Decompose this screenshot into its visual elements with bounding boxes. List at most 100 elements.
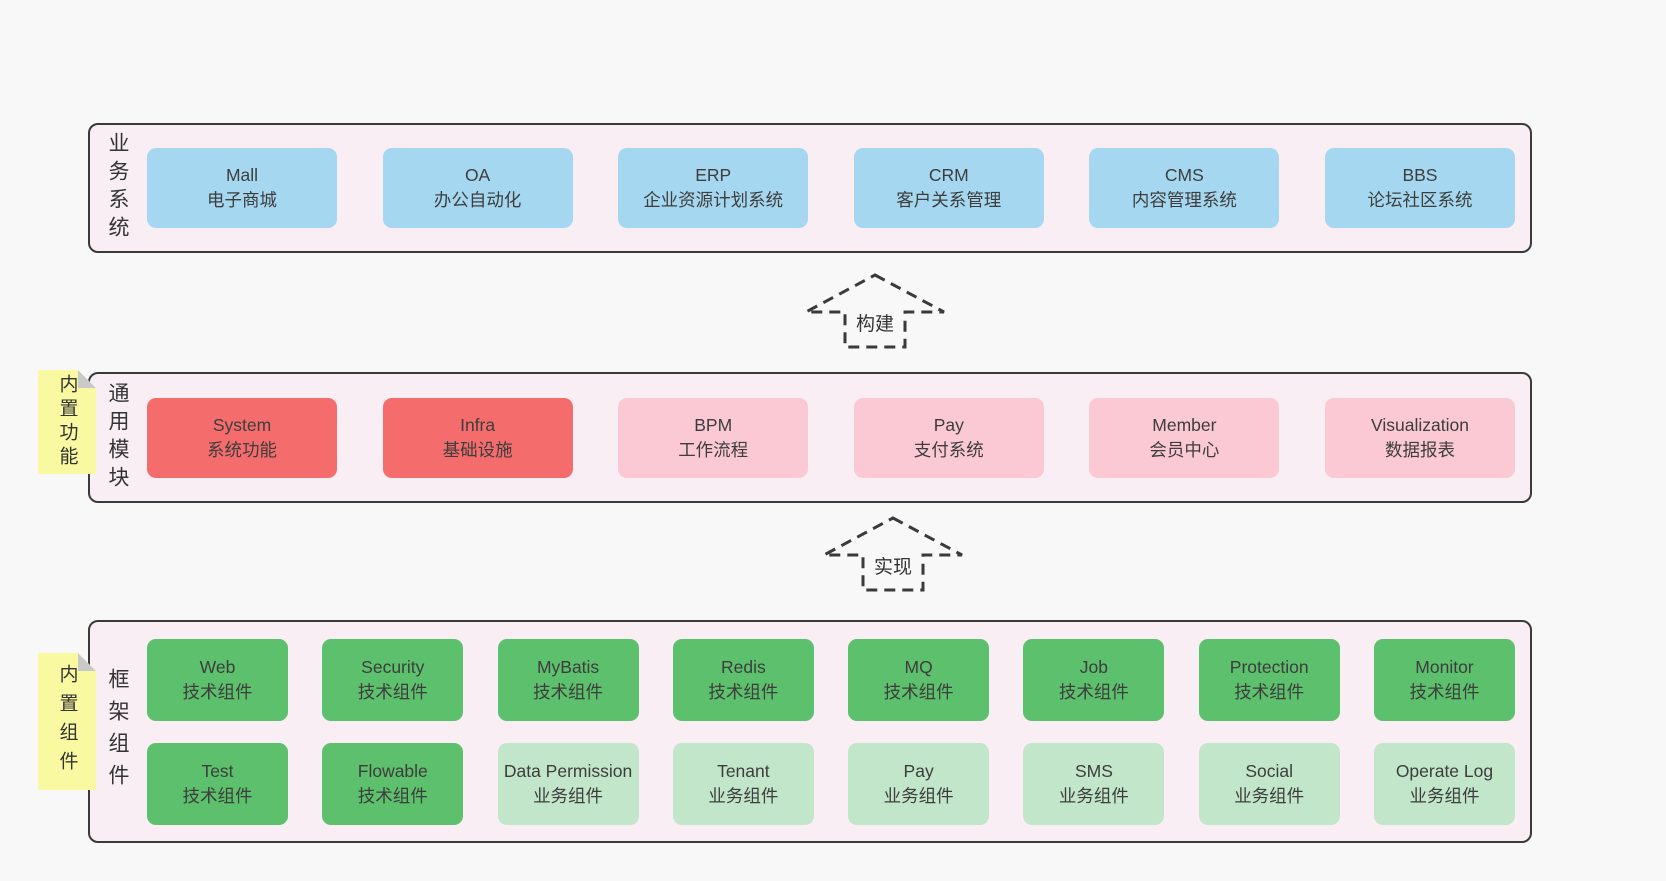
box-bpm: BPM 工作流程 — [618, 397, 809, 478]
dashed-up-arrow-build: 构建 — [804, 273, 946, 349]
box-test: Test 技术组件 — [147, 742, 288, 825]
framework-components-rows: Web 技术组件 Security 技术组件 MyBatis 技术组件 Redi… — [147, 622, 1515, 841]
box-subtitle: 技术组件 — [1409, 681, 1480, 702]
box-title: Data Permission — [503, 760, 633, 781]
box-oa: OA 办公自动化 — [382, 148, 573, 228]
box-member: Member 会员中心 — [1089, 397, 1280, 478]
framework-components-row-1: Web 技术组件 Security 技术组件 MyBatis 技术组件 Redi… — [147, 638, 1515, 721]
up-arrow-icon — [805, 273, 945, 349]
box-visualization: Visualization 数据报表 — [1324, 397, 1515, 478]
box-pay-module: Pay 支付系统 — [853, 397, 1044, 478]
box-title: Pay — [933, 414, 964, 435]
box-subtitle: 内容管理系统 — [1131, 190, 1237, 210]
box-title: MQ — [904, 656, 933, 677]
layer-business-systems: 业务系统 Mall 电子商城 OA 办公自动化 ERP 企业资源计划系统 CRM… — [88, 123, 1532, 253]
box-title: SMS — [1074, 760, 1113, 781]
box-title: Job — [1079, 656, 1109, 677]
box-subtitle: 技术组件 — [708, 681, 779, 702]
box-subtitle: 客户关系管理 — [896, 190, 1002, 210]
box-subtitle: 数据报表 — [1384, 439, 1455, 460]
box-subtitle: 技术组件 — [883, 681, 954, 702]
box-bbs: BBS 论坛社区系统 — [1324, 148, 1515, 228]
layer-common-modules: 通用模块 System 系统功能 Infra 基础设施 BPM 工作流程 Pay… — [88, 372, 1532, 503]
box-title: Security — [361, 656, 425, 677]
box-subtitle: 业务组件 — [1234, 785, 1305, 806]
box-title: Social — [1245, 760, 1294, 781]
box-operate-log: Operate Log 业务组件 — [1373, 742, 1515, 825]
box-title: Redis — [720, 656, 766, 677]
box-data-permission: Data Permission 业务组件 — [497, 742, 639, 825]
box-subtitle: 支付系统 — [913, 439, 984, 460]
box-title: Monitor — [1415, 656, 1474, 677]
box-subtitle: 企业资源计划系统 — [643, 190, 784, 210]
box-title: Member — [1152, 414, 1217, 435]
arrow-label-implement: 实现 — [870, 556, 916, 580]
box-subtitle: 业务组件 — [1058, 785, 1129, 806]
box-mq: MQ 技术组件 — [848, 638, 990, 721]
box-title: Flowable — [357, 760, 428, 781]
box-subtitle: 技术组件 — [357, 785, 428, 806]
box-title: Web — [199, 656, 236, 677]
box-subtitle: 基础设施 — [442, 439, 513, 460]
sticky-note-builtin-components: 内置组件 — [38, 653, 96, 790]
box-subtitle: 论坛社区系统 — [1367, 190, 1473, 210]
box-web: Web 技术组件 — [147, 638, 288, 721]
box-subtitle: 技术组件 — [533, 681, 604, 702]
box-subtitle: 技术组件 — [182, 681, 253, 702]
box-title: Infra — [460, 414, 496, 435]
sticky-note-builtin-features: 内置功能 — [38, 370, 96, 474]
box-subtitle: 电子商城 — [207, 190, 277, 210]
box-title: ERP — [695, 165, 732, 186]
box-subtitle: 技术组件 — [1234, 681, 1305, 702]
sticky-note-label: 内置组件 — [56, 663, 78, 780]
layer-label-common-modules: 通用模块 — [106, 381, 129, 494]
common-modules-box-row: System 系统功能 Infra 基础设施 BPM 工作流程 Pay 支付系统… — [147, 374, 1515, 501]
box-subtitle: 技术组件 — [182, 785, 253, 806]
up-arrow-icon — [823, 516, 963, 592]
box-social: Social 业务组件 — [1198, 742, 1340, 825]
box-cms: CMS 内容管理系统 — [1089, 148, 1280, 228]
box-title: BPM — [694, 414, 733, 435]
box-title: Operate Log — [1395, 760, 1494, 781]
box-tenant: Tenant 业务组件 — [672, 742, 814, 825]
box-subtitle: 业务组件 — [533, 785, 604, 806]
box-title: Protection — [1229, 656, 1309, 677]
box-infra: Infra 基础设施 — [382, 397, 573, 478]
sticky-note-label: 内置功能 — [56, 374, 78, 470]
business-systems-box-row: Mall 电子商城 OA 办公自动化 ERP 企业资源计划系统 CRM 客户关系… — [147, 125, 1515, 251]
dashed-up-arrow-implement: 实现 — [822, 516, 964, 592]
box-title: Tenant — [717, 760, 770, 781]
box-security: Security 技术组件 — [322, 638, 464, 721]
layer-label-framework-components: 框架组件 — [106, 667, 129, 796]
box-title: Visualization — [1371, 414, 1469, 435]
box-subtitle: 业务组件 — [883, 785, 954, 806]
box-crm: CRM 客户关系管理 — [853, 148, 1044, 228]
box-subtitle: 业务组件 — [708, 785, 779, 806]
box-pay-component: Pay 业务组件 — [848, 742, 990, 825]
box-title: Pay — [903, 760, 934, 781]
box-subtitle: 会员中心 — [1149, 439, 1220, 460]
box-title: OA — [464, 165, 491, 186]
box-protection: Protection 技术组件 — [1198, 638, 1340, 721]
box-title: CRM — [928, 165, 969, 186]
box-job: Job 技术组件 — [1023, 638, 1165, 721]
box-subtitle: 技术组件 — [357, 681, 428, 702]
box-title: Mall — [225, 165, 259, 186]
box-subtitle: 业务组件 — [1409, 785, 1480, 806]
box-subtitle: 系统功能 — [207, 439, 277, 460]
box-subtitle: 技术组件 — [1058, 681, 1129, 702]
box-redis: Redis 技术组件 — [672, 638, 814, 721]
framework-components-row-2: Test 技术组件 Flowable 技术组件 Data Permission … — [147, 742, 1515, 825]
box-title: CMS — [1164, 165, 1204, 186]
box-title: MyBatis — [536, 656, 600, 677]
box-title: BBS — [1402, 165, 1438, 186]
box-title: Test — [201, 760, 234, 781]
layer-framework-components: 框架组件 Web 技术组件 Security 技术组件 MyBatis 技术组件… — [88, 620, 1532, 843]
box-sms: SMS 业务组件 — [1023, 742, 1165, 825]
box-flowable: Flowable 技术组件 — [322, 742, 464, 825]
box-subtitle: 工作流程 — [678, 439, 749, 460]
arrow-label-build: 构建 — [852, 313, 898, 337]
box-erp: ERP 企业资源计划系统 — [618, 148, 809, 228]
box-subtitle: 办公自动化 — [433, 190, 522, 210]
box-mybatis: MyBatis 技术组件 — [497, 638, 639, 721]
